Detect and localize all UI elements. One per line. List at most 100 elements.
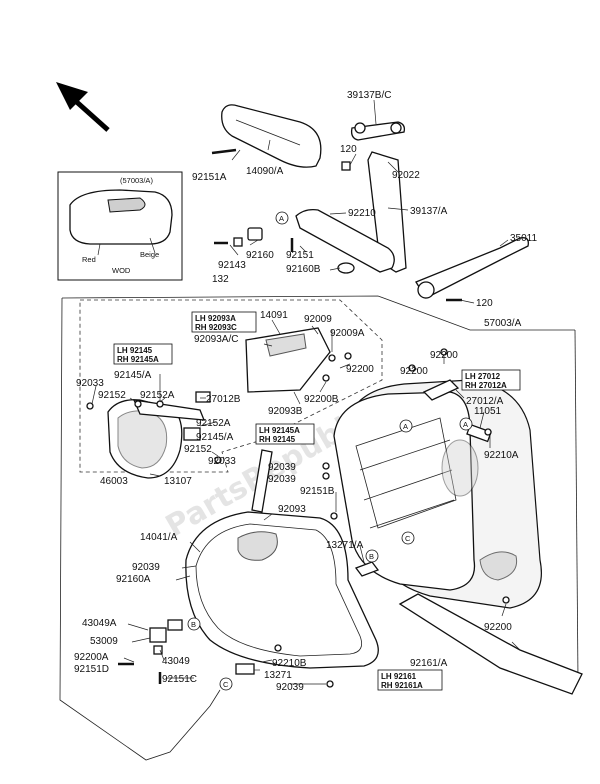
part-label: 92160 [246, 250, 274, 261]
svg-text:RH 92161A: RH 92161A [381, 681, 423, 690]
inset-color-left: Red [82, 255, 96, 264]
part-label: 92200 [346, 364, 374, 375]
part-label: 92161/A [410, 658, 448, 669]
part-label: 14091 [260, 310, 288, 321]
part-label: 120 [476, 298, 493, 309]
part-label: 132 [212, 274, 229, 285]
part-label: 92039 [132, 562, 160, 573]
lock-assembly [86, 374, 222, 479]
svg-text:A: A [279, 214, 284, 223]
part-label: 92022 [392, 170, 420, 181]
saddlebag-case [322, 348, 583, 695]
part-label: 92160A [116, 574, 151, 585]
part-label: 92151C [162, 674, 197, 685]
lhrh-box-92161: LH 92161 RH 92161A [377, 669, 443, 691]
part-labels: 39137B/C 14090/A 92151A 120 92022 92210 … [74, 90, 538, 693]
inset-part-label: (57003/A) [120, 176, 153, 185]
part-label: 92200 [484, 622, 512, 633]
part-label: 92151B [300, 486, 335, 497]
svg-text:C: C [405, 534, 411, 543]
part-label: 92039 [268, 462, 296, 473]
part-label: 13271 [264, 670, 292, 681]
part-label: 43049A [82, 618, 117, 629]
saddlebag-lid [175, 449, 379, 669]
svg-text:LH 92161: LH 92161 [381, 672, 417, 681]
callout-a-right: A [459, 417, 473, 431]
part-label: 92210 [348, 208, 376, 219]
part-label: 92093A/C [194, 334, 238, 345]
part-label: 92145/A [196, 432, 234, 443]
svg-text:LH 92093A: LH 92093A [195, 314, 236, 323]
svg-text:A: A [403, 422, 408, 431]
part-label: 27012B [206, 394, 241, 405]
part-label: 92039 [268, 474, 296, 485]
part-label: 27012/A [466, 396, 504, 407]
svg-text:LH 92145A: LH 92145A [259, 426, 300, 435]
part-label: 92152 [98, 390, 126, 401]
part-label: 92151D [74, 664, 109, 675]
color-inset: (57003/A) Red Beige WOD [57, 171, 183, 281]
part-label: 14090/A [246, 166, 284, 177]
part-label: 53009 [90, 636, 118, 647]
part-label: 92033 [208, 456, 236, 467]
part-label: 92152 [184, 444, 212, 455]
part-label: 46003 [100, 476, 128, 487]
upper-bracket-group [211, 99, 529, 304]
lhrh-box-92093: LH 92093A RH 92093C [191, 311, 257, 333]
part-label: 39137/A [410, 206, 448, 217]
latch-plate [245, 319, 352, 405]
svg-text:B: B [369, 552, 374, 561]
part-label: 13271/A [326, 540, 364, 551]
part-label: 92152A [140, 390, 175, 401]
svg-text:C: C [223, 680, 229, 689]
svg-text:A: A [463, 420, 468, 429]
callout-a-case: A [399, 419, 413, 433]
callout-b-lower: B [187, 617, 201, 631]
svg-text:RH 27012A: RH 27012A [465, 381, 507, 390]
front-direction-arrow-icon [56, 82, 110, 132]
part-label: 92151A [192, 172, 227, 183]
svg-text:LH 27012: LH 27012 [465, 372, 501, 381]
svg-text:RH 92145: RH 92145 [259, 435, 296, 444]
part-label: 92093B [268, 406, 303, 417]
part-label: 43049 [162, 656, 190, 667]
callout-b-case: B [365, 549, 379, 563]
part-label: 92200A [74, 652, 109, 663]
part-label: 92210B [272, 658, 307, 669]
part-label: 92039 [276, 682, 304, 693]
part-label: 92200 [400, 366, 428, 377]
part-label: 92009 [304, 314, 332, 325]
part-label: 92009A [330, 328, 365, 339]
part-label: 13107 [164, 476, 192, 487]
lhrh-box-27012: LH 27012 RH 27012A [461, 369, 521, 391]
part-label: 92151 [286, 250, 314, 261]
svg-text:B: B [191, 620, 196, 629]
lhrh-box-92145a: LH 92145A RH 92145 [255, 423, 315, 445]
part-label: 57003/A [484, 318, 522, 329]
inset-note: WOD [112, 266, 131, 275]
callout-c-case: C [401, 531, 415, 545]
part-label: 120 [340, 144, 357, 155]
svg-text:RH 92145A: RH 92145A [117, 355, 159, 364]
part-label: 92033 [76, 378, 104, 389]
svg-text:RH 92093C: RH 92093C [195, 323, 237, 332]
part-label: 92200 [430, 350, 458, 361]
lower-hardware [118, 619, 334, 688]
callout-c-lower: C [219, 677, 233, 691]
part-label: 92143 [218, 260, 246, 271]
part-label: 92200B [304, 394, 339, 405]
part-label: 11051 [474, 406, 502, 417]
svg-text:LH 92145: LH 92145 [117, 346, 153, 355]
part-label: 92093 [278, 504, 306, 515]
part-label: 35011 [510, 233, 538, 244]
part-label: 92145/A [114, 370, 152, 381]
part-label: 92160B [286, 264, 321, 275]
part-label: 39137B/C [347, 90, 391, 101]
part-label: 92210A [484, 450, 519, 461]
part-label: 14041/A [140, 532, 178, 543]
callout-a-upper: A [275, 211, 289, 225]
part-label: 92152A [196, 418, 231, 429]
inset-color-right: Beige [140, 250, 159, 259]
